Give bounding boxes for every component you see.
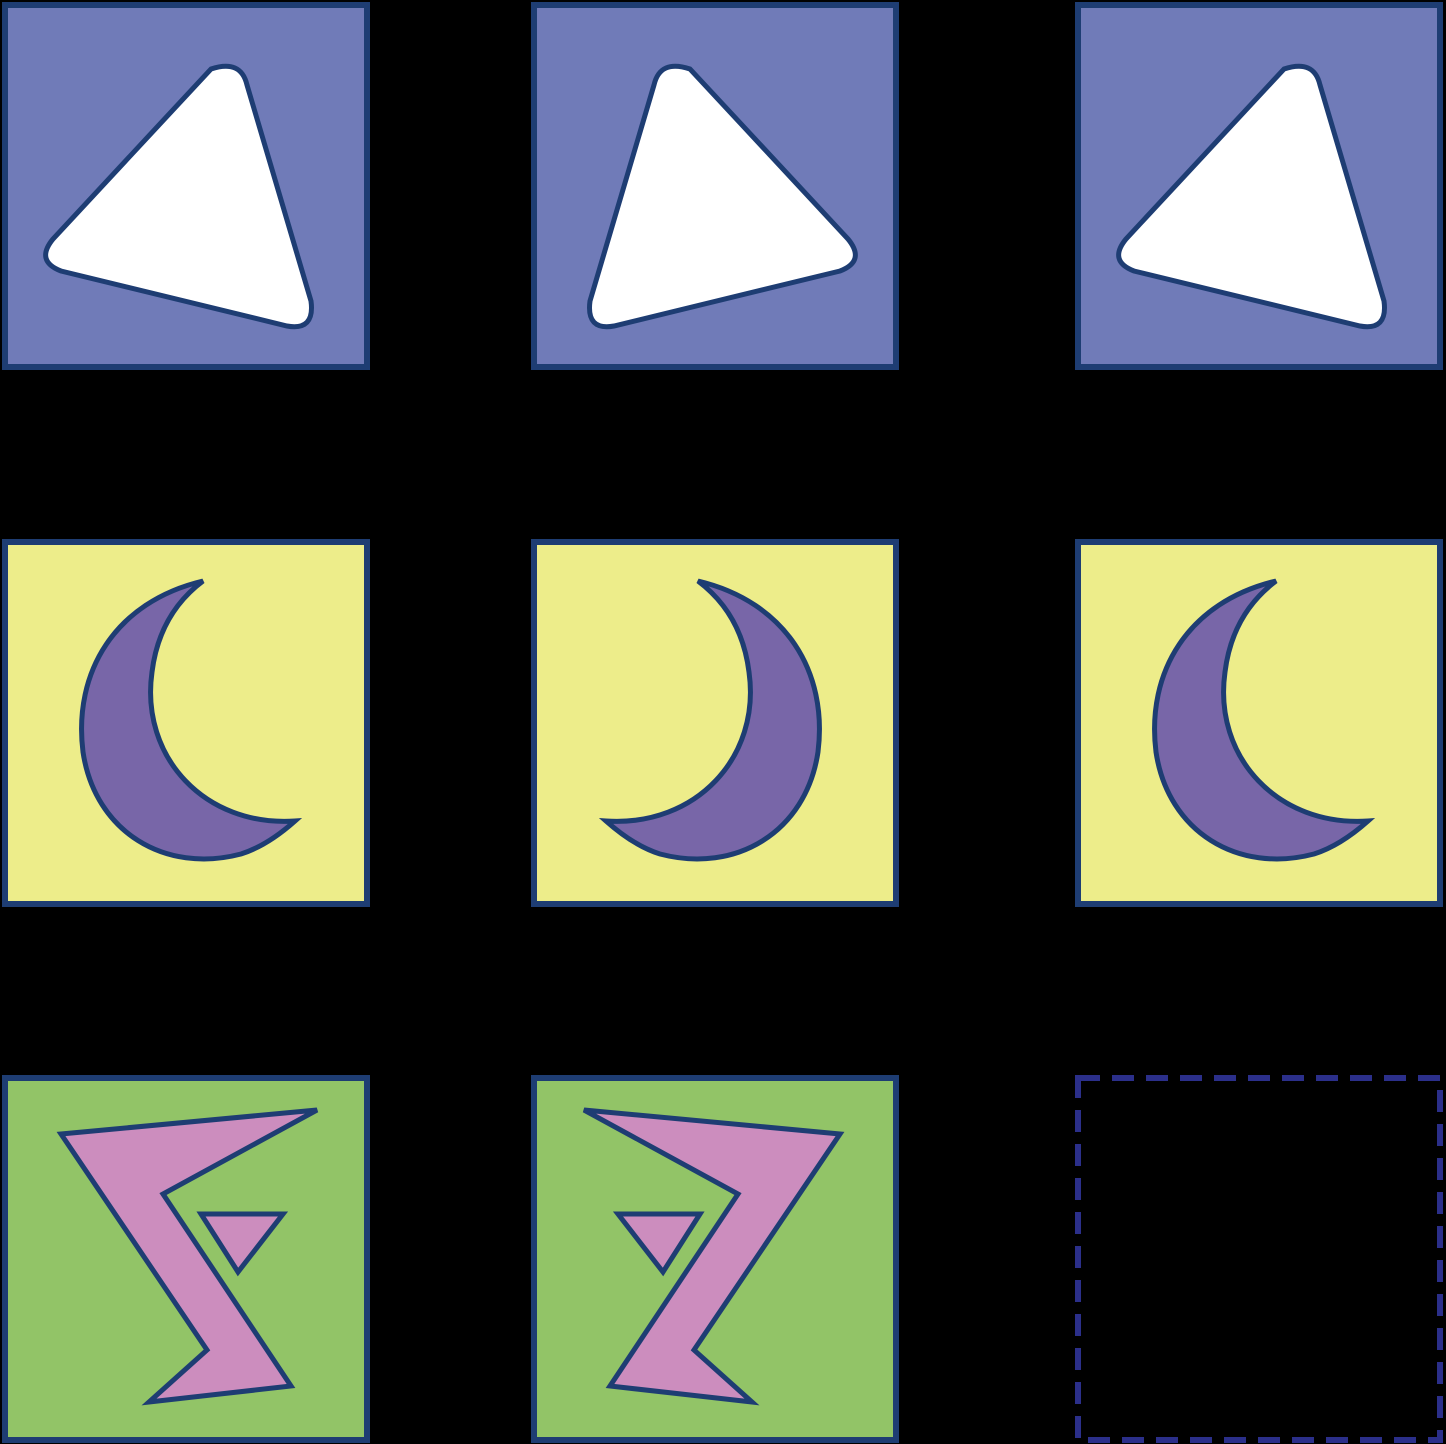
tile-r1-c1 <box>2 2 370 370</box>
tile-r2-c2 <box>531 539 899 907</box>
tile-r2-c1 <box>2 539 370 907</box>
tile-r3-c3[interactable] <box>1075 1075 1443 1443</box>
tile-r2-c3 <box>1075 539 1443 907</box>
tile-r1-c3 <box>1075 2 1443 370</box>
missing-answer-placeholder[interactable] <box>1075 1075 1443 1443</box>
tile-r3-c1 <box>2 1075 370 1443</box>
tile-r1-c2 <box>531 2 899 370</box>
tile-r3-c2 <box>531 1075 899 1443</box>
